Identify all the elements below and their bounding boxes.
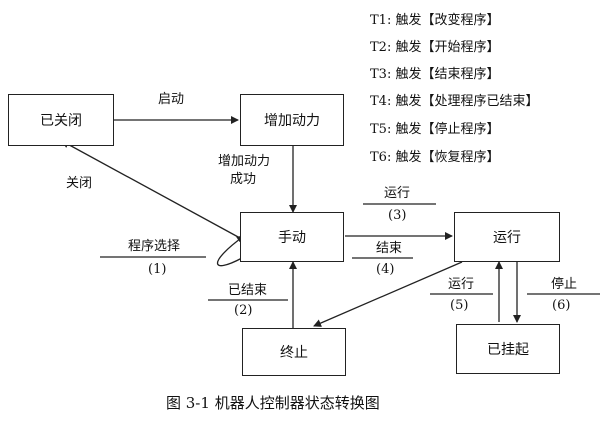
state-power-up: 增加动力: [240, 94, 344, 146]
label-start: 启动: [158, 92, 185, 107]
state-suspended: 已挂起: [456, 324, 560, 374]
label-power-success-1: 增加动力: [218, 154, 271, 169]
label-resume-num: (5): [450, 298, 469, 313]
label-close: 关闭: [66, 176, 93, 191]
legend-t5: T5: 触发【停止程序】: [370, 122, 500, 137]
label-done-num: (2): [234, 303, 253, 318]
legend-t1: T1: 触发【改变程序】: [370, 13, 500, 28]
legend-t3: T3: 触发【结束程序】: [370, 67, 500, 82]
label-run: 运行: [384, 186, 411, 201]
label-end: 结束: [376, 241, 403, 256]
label-done: 已结束: [228, 283, 268, 298]
state-running: 运行: [454, 212, 560, 262]
label-resume: 运行: [448, 277, 475, 292]
label-end-num: (4): [376, 262, 395, 277]
state-closed: 已关闭: [8, 94, 114, 146]
legend-t6: T6: 触发【恢复程序】: [370, 150, 500, 165]
state-manual: 手动: [240, 212, 344, 262]
label-run-num: (3): [388, 208, 407, 223]
figure-caption: 图 3-1 机器人控制器状态转换图: [166, 394, 380, 412]
arrow-close: [61, 140, 241, 239]
label-power-success-2: 成功: [230, 172, 257, 187]
arrow-program-select-loop: [216, 235, 245, 267]
state-stopped: 终止: [242, 328, 346, 376]
arrow-end: [313, 261, 463, 327]
label-program-select-num: (1): [148, 262, 167, 277]
label-program-select: 程序选择: [128, 239, 181, 254]
label-stop: 停止: [551, 277, 578, 292]
legend-t2: T2: 触发【开始程序】: [370, 40, 500, 55]
label-stop-num: (6): [552, 298, 571, 313]
legend-t4: T4: 触发【处理程序已结束】: [370, 94, 539, 109]
